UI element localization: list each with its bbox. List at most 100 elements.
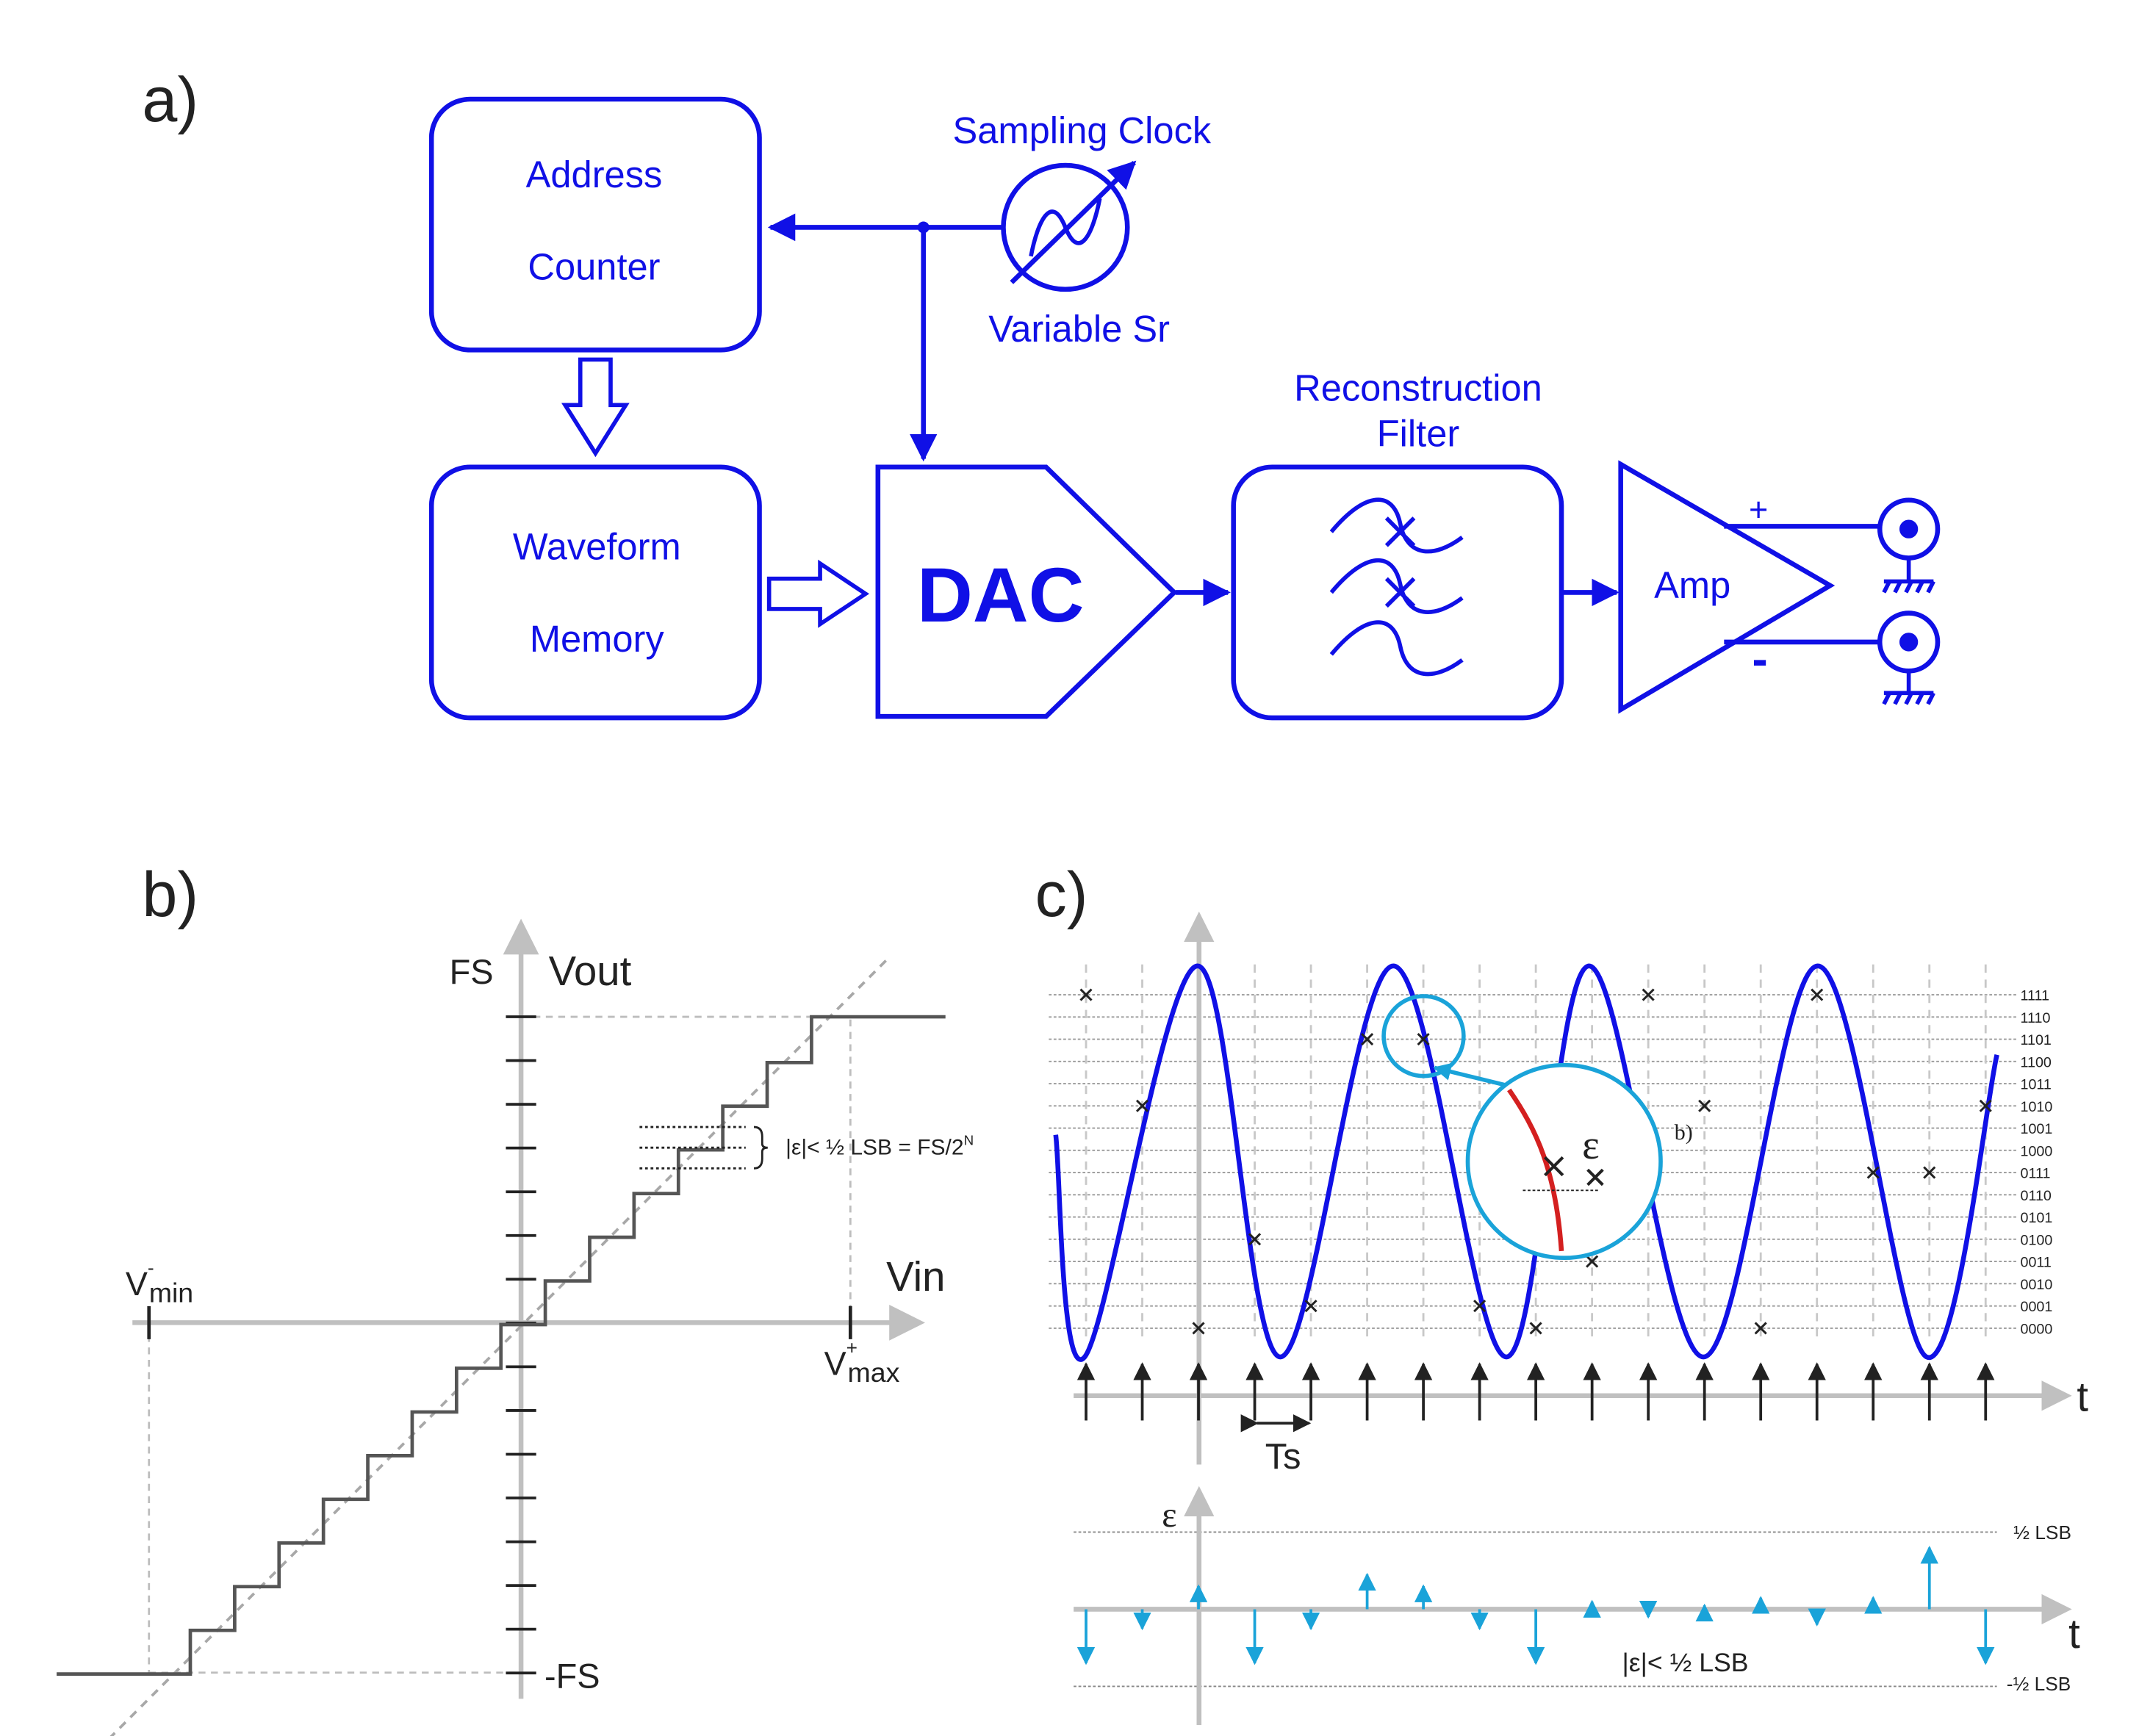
sample-x-mark xyxy=(1866,1166,1880,1179)
reconstruction-filter-block xyxy=(1231,464,1564,721)
waveform-label-1: Waveform xyxy=(513,525,681,567)
code-label: 1110 xyxy=(2021,1010,2051,1026)
clock-pulses xyxy=(1076,1362,1995,1421)
minus-connector-center xyxy=(1899,633,1919,652)
transfer-labels: FS Vout -FS Vin V - min V + max |ε|< ½ L… xyxy=(126,948,974,1695)
sampling-clock-label: Sampling Clock xyxy=(953,109,1212,151)
sample-x-mark xyxy=(1586,1255,1599,1268)
sample-x-mark xyxy=(1811,988,1824,1001)
sample-x-mark xyxy=(1304,1300,1317,1313)
variable-sr-label: Variable Sr xyxy=(988,308,1170,350)
sample-x-mark xyxy=(1417,1032,1430,1046)
ideal-line xyxy=(109,959,888,1736)
vout-ticks xyxy=(506,1015,536,1675)
code-label: 0010 xyxy=(2021,1277,2053,1293)
filter-label-1: Reconstruction xyxy=(1294,367,1542,409)
zoom-error-mark xyxy=(1586,1168,1604,1186)
filter-icon xyxy=(1329,497,1464,677)
neg-half-lsb-label: -½ LSB xyxy=(2007,1673,2071,1695)
sample-x-mark xyxy=(1754,1322,1767,1335)
code-label: 1010 xyxy=(2021,1099,2053,1115)
sample-x-mark xyxy=(1979,1099,1992,1112)
error-arrows xyxy=(1076,1546,1995,1665)
vin-label: Vin xyxy=(886,1253,945,1300)
signal-waveform xyxy=(1053,963,1999,1362)
panel-label-c: c) xyxy=(1035,860,1088,930)
code-label: 0110 xyxy=(2021,1188,2052,1204)
sampling-panel: 1111 1110 1101 1100 1011 1010 1001 1000 0111 0110… xyxy=(1049,911,2088,1725)
svg-text:V: V xyxy=(824,1345,846,1383)
time-axis-label: t xyxy=(2077,1373,2088,1419)
memory-to-dac-hollow-arrow xyxy=(766,559,870,628)
code-label: 1000 xyxy=(2021,1143,2053,1159)
panel-label-b: b) xyxy=(142,860,198,930)
address-label-1: Address xyxy=(526,154,663,195)
code-label: 1101 xyxy=(2021,1032,2052,1048)
dac-block xyxy=(875,464,1178,719)
zoom-ref-label: b) xyxy=(1675,1120,1693,1145)
code-label: 1111 xyxy=(2021,988,2049,1004)
code-label: 1100 xyxy=(2021,1054,2052,1070)
error-bound-note: |ε|< ½ LSB xyxy=(1622,1648,1749,1677)
panel-label-a: a) xyxy=(142,65,198,135)
vout-label: Vout xyxy=(549,948,632,994)
code-label: 0100 xyxy=(2021,1232,2053,1248)
svg-text:min: min xyxy=(149,1277,193,1308)
error-band xyxy=(639,1125,746,1170)
neg-fs-label: -FS xyxy=(544,1657,600,1695)
waveform-memory-block xyxy=(428,464,762,721)
dac-label: DAC xyxy=(917,552,1085,638)
code-label: 0001 xyxy=(2021,1299,2053,1315)
code-label: 0111 xyxy=(2021,1166,2051,1182)
address-to-memory-hollow-arrow xyxy=(561,357,630,458)
sample-x-mark xyxy=(1248,1233,1262,1246)
sample-x-mark xyxy=(1361,1032,1374,1046)
address-label-2: Counter xyxy=(528,246,660,288)
code-label: 0000 xyxy=(2021,1321,2053,1337)
zoom-sample-mark xyxy=(1544,1156,1564,1177)
zoomed-waveform xyxy=(1507,1088,1564,1252)
error-time-label: t xyxy=(2068,1610,2080,1657)
sample-x-mark xyxy=(1923,1166,1936,1179)
filter-label-2: Filter xyxy=(1377,413,1460,455)
plus-connector-center xyxy=(1899,519,1919,539)
block-diagram xyxy=(428,96,1941,721)
svg-text:max: max xyxy=(848,1357,900,1388)
sample-x-mark xyxy=(1079,988,1093,1001)
code-label: 1011 xyxy=(2021,1077,2052,1093)
sample-x-mark xyxy=(1698,1099,1711,1112)
quantization-error-note: |ε|< ½ LSB = FS/2N xyxy=(786,1132,974,1159)
zoom-region xyxy=(1381,994,1466,1078)
vmax-label: V + max xyxy=(824,1337,900,1389)
code-label: 1001 xyxy=(2021,1121,2053,1137)
ground-icon xyxy=(1882,558,1935,705)
sample-x-mark xyxy=(1642,988,1655,1001)
variable-arrow xyxy=(1010,160,1137,284)
sample-x-mark xyxy=(1135,1099,1149,1112)
amp-label: Amp xyxy=(1654,564,1730,606)
svg-text:-: - xyxy=(148,1257,154,1279)
block-diagram-labels: Address Counter Waveform Memory DAC Samp… xyxy=(513,109,1768,685)
fs-label: FS xyxy=(450,953,494,991)
sample-marks xyxy=(1079,988,1992,1335)
ts-label: Ts xyxy=(1265,1437,1301,1477)
zoom-inset xyxy=(1465,1062,1663,1261)
waveform-label-2: Memory xyxy=(530,618,665,660)
staircase-output xyxy=(57,1015,946,1676)
half-lsb-label: ½ LSB xyxy=(2013,1521,2071,1544)
plus-sign: + xyxy=(1749,491,1768,528)
transfer-function xyxy=(57,918,946,1736)
error-brace xyxy=(753,1125,768,1170)
address-counter-block xyxy=(428,96,762,353)
code-label: 0011 xyxy=(2021,1255,2052,1271)
svg-text:+: + xyxy=(846,1337,858,1359)
code-labels: 1111 1110 1101 1100 1011 1010 1001 1000 0111 0110… xyxy=(2021,988,2053,1338)
error-axis-label: ε xyxy=(1162,1495,1176,1535)
sample-x-mark xyxy=(1192,1322,1205,1335)
sample-x-mark xyxy=(1529,1322,1542,1335)
junction-dot xyxy=(917,221,930,234)
minus-sign: - xyxy=(1752,633,1767,685)
sample-x-mark xyxy=(1473,1300,1486,1313)
code-label: 0101 xyxy=(2021,1210,2053,1226)
